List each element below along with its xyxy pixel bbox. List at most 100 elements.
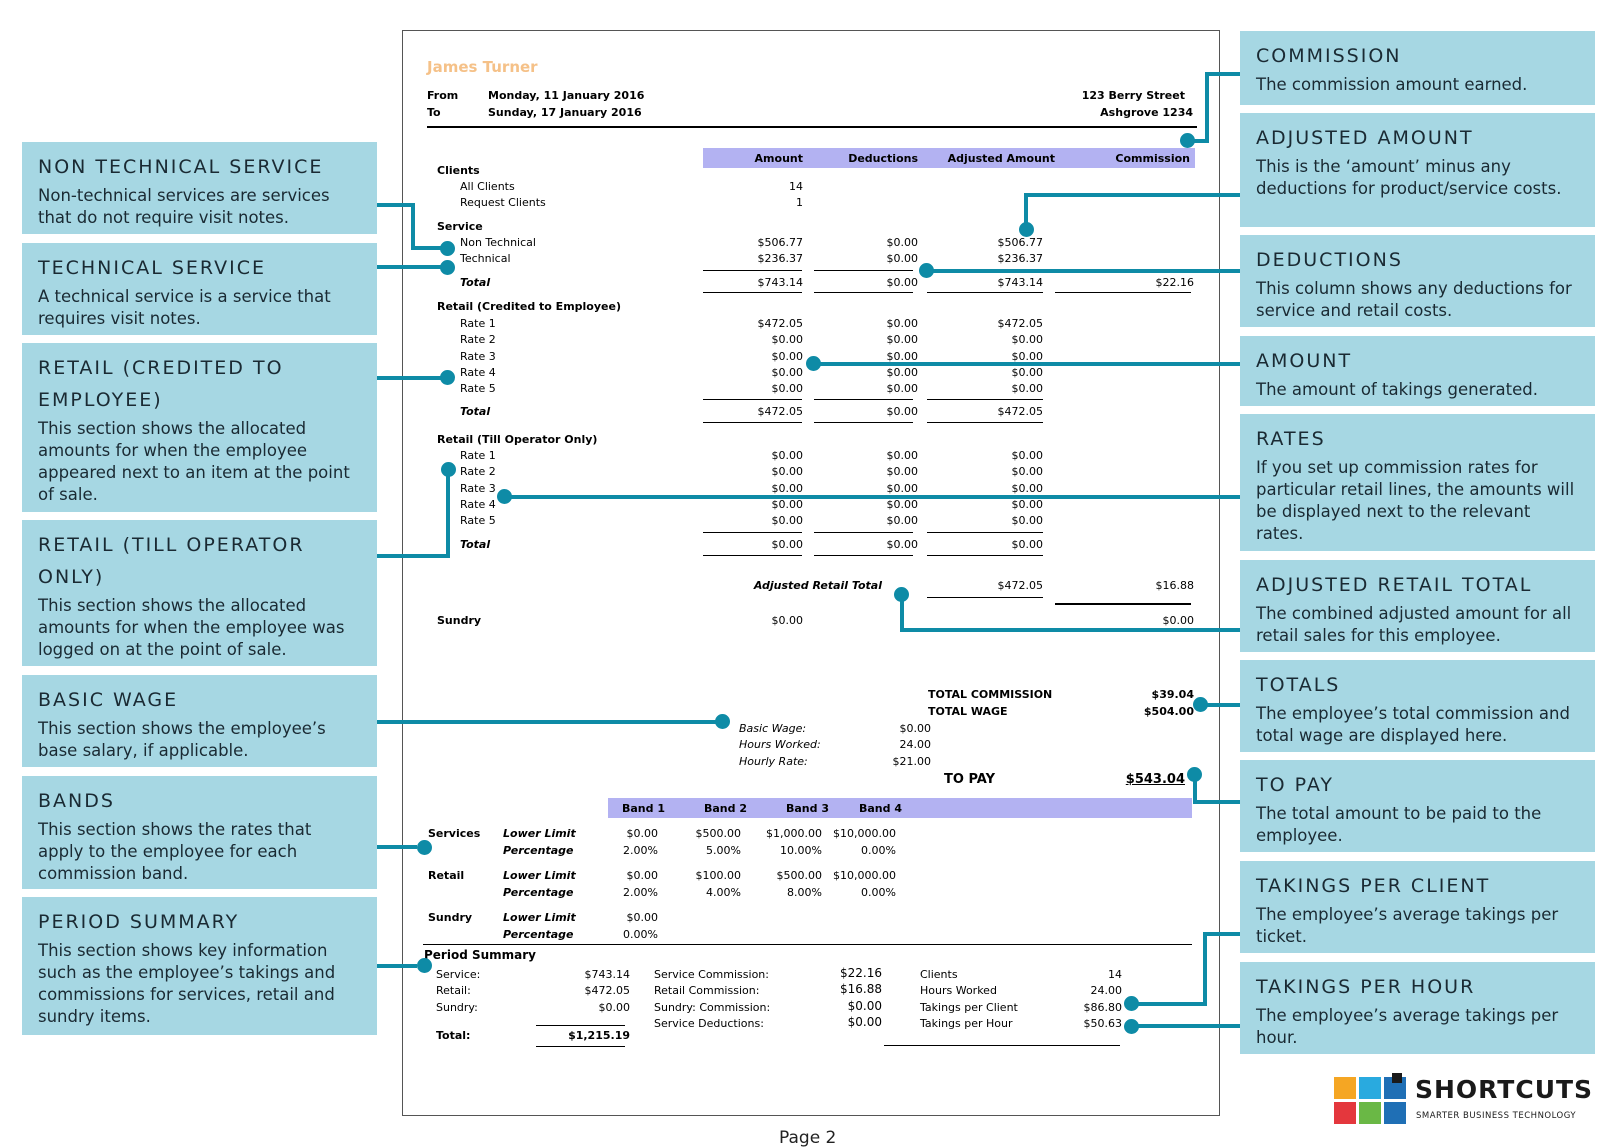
total-amount: $743.14 [757,276,804,289]
band-header: Band 3 [786,802,829,815]
bands-divider [423,944,1192,945]
callout-title: Non Technical Service [38,156,324,178]
callout-title: Takings Per Hour [1256,976,1476,998]
connector-dot [417,958,432,973]
rule [814,422,913,423]
connector-line [813,362,1240,366]
connector-dot [441,462,456,477]
rule [814,555,913,556]
rule [884,1045,1120,1046]
total-label: Total [460,276,491,289]
lower-limit-label: Lower Limit [503,869,576,882]
row-deductions: $0.00 [886,382,919,396]
shortcuts-logo: SHORTCUTS SMARTER BUSINESS TECHNOLOGY [1334,1073,1594,1127]
percentage-label: Percentage [503,928,574,941]
row-amount: $0.00 [771,514,804,528]
row-amount: $0.00 [771,333,804,347]
callout-retail-credited: Retail (Credited to Employee) This secti… [22,343,377,512]
connector-dot [1180,133,1195,148]
callout-title: Adjusted Retail Total [1256,574,1533,596]
band-lower-limit: $1,000.00 [766,827,822,840]
connector-line [411,246,441,250]
rule [703,422,802,423]
summary-label: Sundry: Commission: [654,1001,771,1014]
row-adjusted: $472.05 [997,317,1044,330]
band-lower-limit: $500.00 [776,869,823,882]
logo-square [1359,1077,1381,1099]
band-percentage: 0.00% [623,928,658,941]
row-deductions: $0.00 [886,481,919,495]
band-header: Band 1 [622,802,665,815]
callout-title: Basic Wage [38,689,179,711]
adjusted-retail-total-label: Adjusted Retail Total [753,579,882,592]
row-adjusted: $0.00 [1011,349,1044,363]
summary-value: $16.88 [840,982,882,996]
summary-value: 24.00 [1090,984,1123,997]
row-amount: $506.77 [757,236,804,249]
rule [927,292,1043,293]
rule [536,1046,625,1047]
row-amount: $0.00 [771,349,804,363]
summary-label: Retail: [436,984,471,997]
rule [814,292,913,293]
callout-text: This section shows key information such … [38,941,336,1026]
callout-title: Technical Service [38,257,266,279]
callout-text: A technical service is a service that re… [38,287,331,328]
connector-line [900,593,904,632]
callout-title: Commission [1256,45,1402,67]
row-adjusted: $0.00 [1011,365,1044,379]
period-total-value: $1,215.19 [568,1029,630,1042]
band-lower-limit: $0.00 [626,869,659,882]
logo-square [1334,1102,1356,1124]
band-percentage: 8.00% [787,886,822,899]
row-adjusted: $236.37 [997,252,1044,265]
rule [927,399,1043,400]
lower-limit-label: Lower Limit [503,911,576,924]
basic-wage-label: Basic Wage: [739,722,807,735]
connector-line [377,376,442,380]
total-commission: $22.16 [1155,276,1195,289]
adjusted-retail-total-value: $472.05 [997,579,1044,592]
callout-basic-wage: Basic Wage This section shows the employ… [22,675,377,767]
summary-label: Retail Commission: [654,984,760,997]
band-percentage: 4.00% [706,886,741,899]
callout-text: This is the ‘amount’ minus any deduction… [1256,157,1562,198]
callout-text: This section shows the allocated amounts… [38,596,345,659]
callout-text: The combined adjusted amount for all ret… [1256,604,1572,645]
callout-title: To Pay [1256,774,1334,796]
band-group-label: Sundry [428,911,473,924]
row-deductions: $0.00 [886,317,919,330]
rule [927,597,1043,598]
callout-text: The employee’s average takings per hour. [1256,1006,1559,1047]
band-lower-limit: $100.00 [695,869,742,882]
callout-text: The total amount to be paid to the emplo… [1256,804,1542,845]
logo-stair-icon [1392,1073,1402,1083]
band-group-label: Services [428,827,481,840]
callout-text: This column shows any deductions for ser… [1256,279,1572,320]
connector-dot [715,714,730,729]
connector-line [1193,800,1240,804]
rule [814,270,913,271]
total-deductions: $0.00 [886,405,919,418]
row-amount: $0.00 [771,481,804,495]
row-adjusted: $0.00 [1011,497,1044,511]
row-label: Request Clients [460,196,546,209]
row-label: Rate 1 [460,449,496,462]
total-amount: $0.00 [771,538,804,551]
connector-dot [440,241,455,256]
rule [703,532,802,533]
row-deductions: $0.00 [886,514,919,528]
callout-text: This section shows the rates that apply … [38,820,312,883]
connector-line [377,720,717,724]
summary-value: 14 [1108,968,1122,981]
summary-label: Hours Worked [920,984,997,997]
band-header: Band 4 [859,802,902,815]
callout-title: Deductions [1256,249,1403,271]
row-deductions: $0.00 [886,236,919,249]
sundry-amount: $0.00 [771,614,804,627]
callout-text: The amount of takings generated. [1256,380,1538,399]
logo-square [1359,1102,1381,1124]
callout-deductions: Deductions This column shows any deducti… [1240,235,1595,327]
percentage-label: Percentage [503,844,574,857]
row-deductions: $0.00 [886,365,919,379]
